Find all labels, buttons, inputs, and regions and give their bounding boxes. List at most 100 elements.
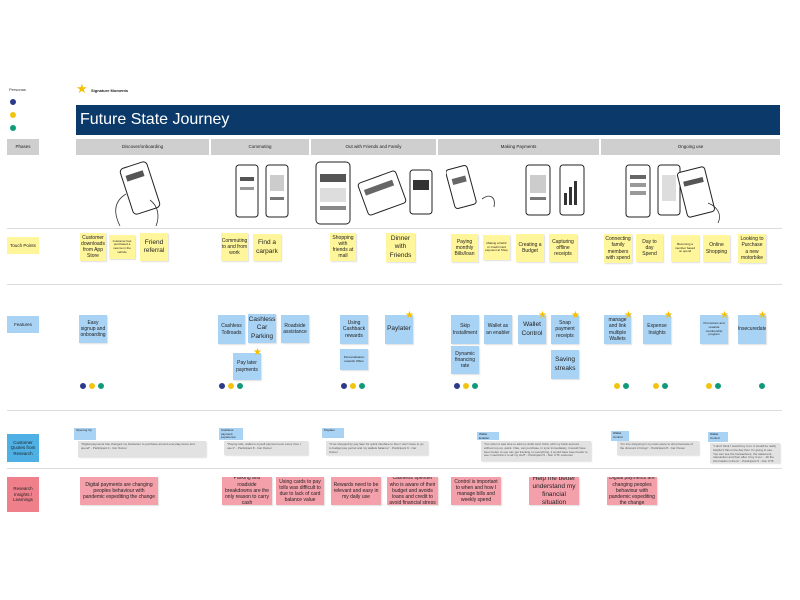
phase-out-with-friends: Out with Friends and Family <box>311 139 436 155</box>
touch-point-note: Making a Debit or Credit Card payment at… <box>483 235 510 260</box>
divider <box>7 468 782 469</box>
signature-star-icon: ★ <box>624 310 633 321</box>
customer-quote: "Digital payments has changed my behavio… <box>78 441 206 457</box>
persona-dot <box>88 382 96 390</box>
touch-point-note: Becoming a member based on spend <box>671 235 699 262</box>
phone-sketch-discover <box>115 161 161 227</box>
signature-moments-label: Signature Moments <box>91 88 129 93</box>
title-bar <box>76 105 780 135</box>
research-insight-note: Digital payments are changing peoples be… <box>607 477 657 505</box>
divider <box>7 228 782 229</box>
research-insight-note: Using cards to pay tolls was difficult t… <box>276 477 324 505</box>
touch-point-note: Friend referral <box>140 233 168 261</box>
touch-point-note: Capturing offline receipts <box>549 234 577 262</box>
touch-point-note: Connecting family members with spend <box>604 234 632 263</box>
persona-dot <box>652 382 660 390</box>
phase-making-payments: Making Payments <box>438 139 599 155</box>
feature-note: Promotions and rewards membership progra… <box>700 315 728 344</box>
persona-dot <box>358 382 366 390</box>
row-label-touch-points: Touch Points <box>7 237 39 254</box>
research-insight-note: Rewards need to be relevant and easy in … <box>331 477 381 505</box>
customer-quote: "For when it was time to add my debit ca… <box>481 441 591 461</box>
touch-point-note: Creating a Budget <box>516 234 544 262</box>
touch-point-note: Dinner with Friends <box>386 233 415 262</box>
feature-note: Expense Insights <box>643 315 671 344</box>
touch-point-note: Online Shopping <box>703 235 730 262</box>
feature-note: Skip Installment <box>451 315 479 344</box>
touch-point-note: Find a carpark <box>253 234 281 261</box>
phone-sketch-payments <box>446 164 585 216</box>
quote-tag: Cashless payment experience <box>219 428 243 440</box>
persona-1-dot <box>9 98 17 106</box>
customer-quote: "If we shopped by pay later for quick in… <box>326 441 428 455</box>
signature-star-icon: ★ <box>720 310 729 321</box>
persona-dot <box>471 382 479 390</box>
touch-point-note: Looking to Purchase a new motorbike <box>738 234 766 263</box>
feature-note: manage and link multiple Wallets <box>604 315 631 344</box>
personas-legend-label: Personas <box>9 87 26 92</box>
row-label-phases: Phases <box>7 139 39 155</box>
feature-note: Pay later payments <box>233 353 261 380</box>
quote-tag: Paylater <box>322 428 344 438</box>
quote-tag: Wallet Control <box>708 432 728 442</box>
research-insight-note: Digital payments are changing peoples be… <box>80 477 158 505</box>
phone-sketch-friends <box>315 161 433 225</box>
row-label-features: Features <box>7 316 39 333</box>
signature-star-icon: ★ <box>758 310 767 321</box>
signature-star-icon: ★ <box>405 310 414 321</box>
persona-dot <box>349 382 357 390</box>
row-label-quotes: Customer Quotes from Research <box>7 434 39 462</box>
phone-sketch-ongoing <box>625 164 720 224</box>
research-insight-note: Parking and roadside breakdowns are the … <box>222 477 272 505</box>
divider <box>7 410 782 411</box>
touch-point-note: Customer downloads from App Store <box>80 233 106 261</box>
feature-note: Dynamic financing rate <box>451 346 479 374</box>
signature-star-icon: ★ <box>571 310 580 321</box>
persona-dot <box>758 382 766 390</box>
persona-dot <box>622 382 630 390</box>
persona-dot <box>79 382 87 390</box>
feature-note: Roadside assistance <box>281 315 309 343</box>
phone-sketch-commuting <box>235 164 289 218</box>
persona-3-dot <box>9 124 17 132</box>
quote-tag: Wallet Control <box>611 431 629 441</box>
touch-point-note: Day to day Spend <box>636 234 663 262</box>
research-insight-note: Control is important to when and how I m… <box>451 477 501 505</box>
touch-point-note: Shopping with friends at mall <box>330 233 356 261</box>
touch-point-note: Commuting to and from work <box>221 233 248 261</box>
persona-dot <box>218 382 226 390</box>
feature-note: Personalisation rewards Offers <box>340 349 368 370</box>
persona-dot <box>613 382 621 390</box>
feature-note: Snap payment receipts <box>551 315 579 344</box>
feature-note: Using Cashback rewards <box>340 315 368 344</box>
signature-star-icon: ★ <box>664 310 673 321</box>
signature-star-icon: ★ <box>538 310 547 321</box>
research-insight-note: Cashless spender who is aware of their b… <box>387 477 438 505</box>
feature-note: Cashless Tollroads <box>218 315 245 344</box>
persona-dot <box>661 382 669 390</box>
customer-quote: "I don't think I would buy it on. It wou… <box>710 443 780 463</box>
row-label-research: Research Insights / Learnings <box>7 477 39 512</box>
feature-note: Wallet as an enabler <box>484 315 512 344</box>
persona-dot <box>340 382 348 390</box>
feature-note: Wallet Control <box>518 315 546 344</box>
feature-note: Cashless Car Parking <box>248 314 276 343</box>
feature-note: Saving streaks <box>551 350 579 379</box>
phase-commuting: Commuting <box>211 139 309 155</box>
feature-note: Paylater <box>385 315 413 344</box>
feature-note: Easy signup and onboarding <box>79 315 107 343</box>
persona-2-dot <box>9 111 17 119</box>
phase-discover: Discover/onboarding <box>76 139 209 155</box>
persona-dot <box>705 382 713 390</box>
signature-star-icon: ★ <box>76 81 88 96</box>
touch-point-note: Customer has purchased a new tie in the … <box>109 235 135 259</box>
persona-dot <box>453 382 461 390</box>
touch-point-note: Paying monthly Bills/loan <box>451 234 478 262</box>
research-insight-note: Help me better understand my financial s… <box>529 477 579 505</box>
persona-dot <box>714 382 722 390</box>
phase-ongoing-use: Ongoing use <box>601 139 780 155</box>
divider <box>7 284 782 285</box>
quote-tag: Opening Up <box>74 428 96 440</box>
signature-star-icon: ★ <box>253 347 262 358</box>
customer-quote: "Paying tolls, wallet is myself payment … <box>224 441 308 455</box>
